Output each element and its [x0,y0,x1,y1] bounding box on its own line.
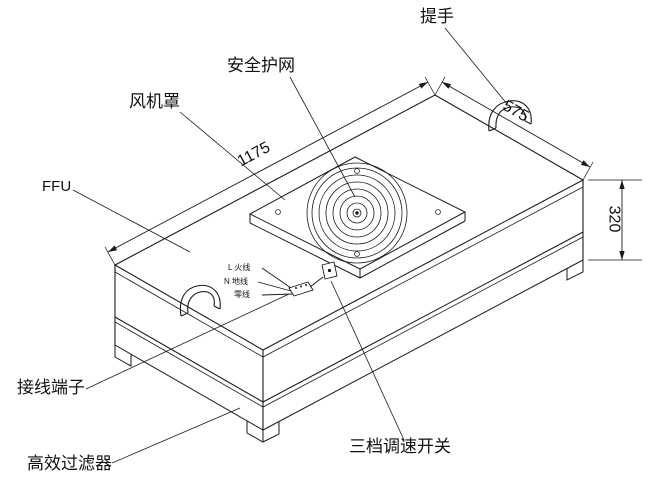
dimension-width-575 [434,76,594,181]
dimension-length-1175 [104,76,436,266]
foot-right [566,260,584,281]
label-wire-live: L 火线 [228,263,251,272]
dimension-text-height: 320 [605,205,623,233]
handle-left [179,284,221,317]
foot-left [114,345,132,367]
hepa-filter-section [114,259,584,443]
leader-hepa-filter [111,407,241,464]
plate-screw [435,209,441,215]
leader-terminal [85,293,290,390]
leader-safety-net [289,76,356,198]
label-ffu: FFU [42,178,72,195]
box-bottom-edge [114,231,584,403]
leader-ffu [72,189,191,253]
dimension-height-320 [588,179,642,261]
leader-speed-switch [330,280,405,441]
leader-lines [72,27,508,464]
label-wire-ground: 零线 [234,290,250,299]
label-speed-switch: 三档调速开关 [349,437,451,456]
label-hepa-filter: 高效过滤器 [27,454,112,473]
label-safety-net: 安全护网 [227,56,295,75]
speed-switch [321,261,338,280]
label-handle: 提手 [420,7,454,26]
label-terminal: 接线端子 [17,378,85,397]
filter-bottom-edge [114,259,584,431]
terminal-block [257,267,324,297]
leader-fan-cover [179,111,286,201]
leader-handle [444,27,508,105]
label-fan-cover: 风机罩 [129,92,180,111]
label-wire-neutral: N 地线 [224,277,248,286]
